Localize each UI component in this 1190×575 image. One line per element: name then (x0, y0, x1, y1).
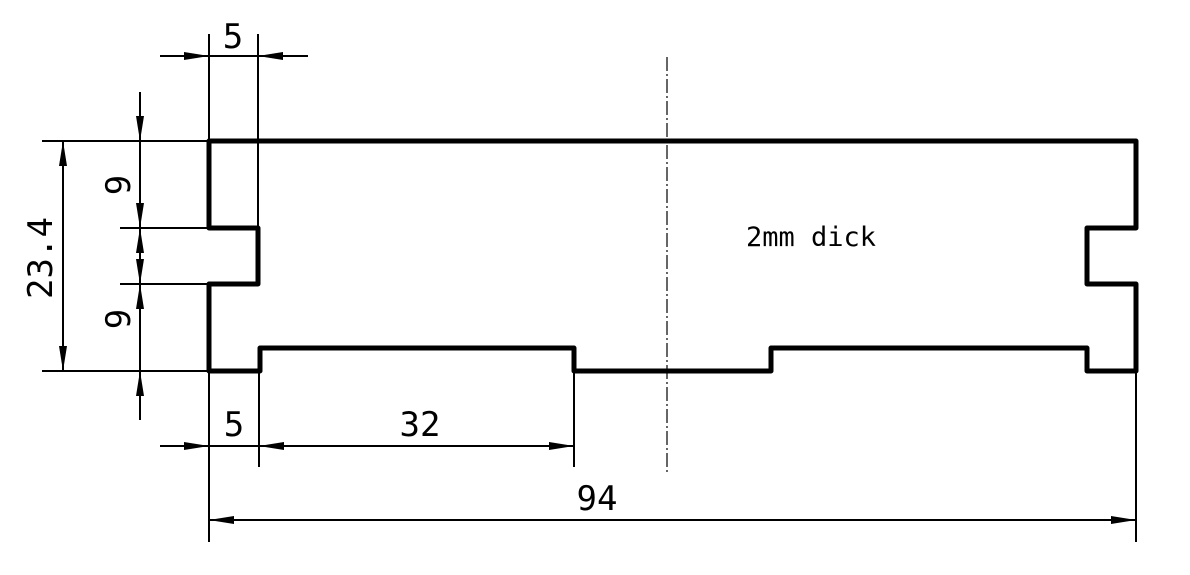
dim-label-top-tab: 5 (223, 17, 243, 57)
dim-segment-heights: 9 9 (99, 92, 144, 420)
dim-total-height: 23.4 (21, 141, 67, 371)
dim-label-total-height: 23.4 (21, 217, 61, 299)
dim-label-total-width: 94 (577, 479, 618, 519)
part-outline (206, 138, 1139, 374)
dim-label-lower-segment: 9 (99, 309, 139, 329)
dim-label-upper-segment: 9 (99, 175, 139, 195)
thickness-note: 2mm dick (746, 222, 876, 253)
dim-label-bottom-offset: 5 (224, 405, 244, 445)
dim-label-bottom-slot: 32 (400, 405, 441, 445)
dim-total-width: 94 (209, 479, 1136, 524)
dim-bottom-slot: 5 32 (160, 405, 574, 450)
dim-top-tab-width: 5 (160, 17, 308, 60)
extension-lines (42, 34, 1137, 542)
